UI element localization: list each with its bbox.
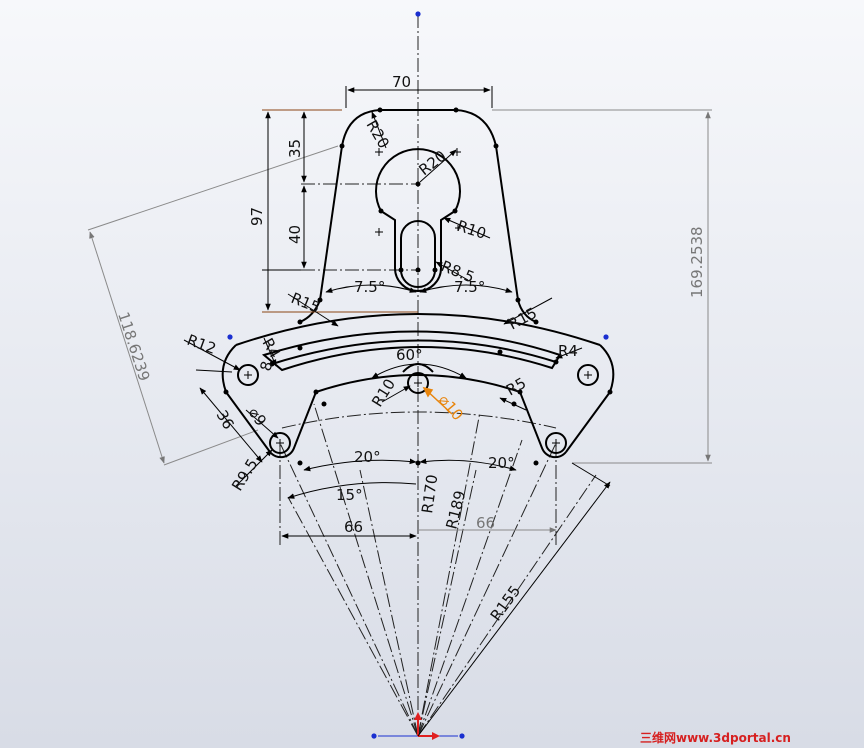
dim-r10-slot[interactable]: R10	[455, 217, 489, 243]
sketch-points	[223, 107, 613, 466]
dim-r9-5[interactable]: R9.5	[228, 456, 261, 495]
dim-r15-left[interactable]: R15	[289, 289, 323, 317]
dim-20-left[interactable]: 20°	[354, 448, 381, 466]
dim-7-5-left[interactable]: 7.5°	[354, 278, 385, 296]
dim-15[interactable]: 15°	[336, 486, 363, 504]
dim-dia9[interactable]: ⌀9	[245, 404, 270, 430]
dim-8[interactable]: 8	[256, 359, 276, 373]
dim-r10-center[interactable]: R10	[368, 376, 399, 411]
highlight-dimension[interactable]	[422, 386, 453, 415]
dim-r170[interactable]: R170	[418, 473, 441, 514]
dim-r4-left[interactable]: R4	[259, 335, 285, 361]
dim-118-6239[interactable]: 118.6239	[114, 310, 153, 384]
dim-169-2538[interactable]: 169.2538	[688, 226, 706, 298]
dim-r12[interactable]: R12	[185, 331, 219, 358]
dim-66-right[interactable]: 66	[476, 514, 495, 532]
dim-60[interactable]: 60°	[396, 346, 423, 364]
dim-97[interactable]: 97	[248, 207, 266, 226]
dim-r20-top[interactable]: R20	[363, 117, 393, 152]
dim-r4-right[interactable]: R4	[558, 342, 578, 360]
watermark-text: 三维网www.3dportal.cn	[640, 730, 791, 745]
dim-r20-circle[interactable]: R20	[415, 147, 449, 179]
dim-70[interactable]: 70	[392, 73, 411, 91]
dim-20-right[interactable]: 20°	[488, 454, 515, 472]
dim-r15-right[interactable]: R15	[505, 304, 540, 334]
dim-r5[interactable]: R5	[503, 374, 529, 400]
center-marks	[244, 148, 592, 447]
dimension-labels[interactable]: 70 35 40 97 R20 R20 R10 R8.5 7.5° 7.5° R…	[114, 73, 706, 624]
reference-lines	[87, 109, 712, 533]
dimension-lines	[183, 86, 611, 737]
dim-35[interactable]: 35	[286, 139, 304, 158]
dim-dia10[interactable]: ⌀10	[435, 391, 467, 424]
dim-66-left[interactable]: 66	[344, 518, 363, 536]
dim-7-5-right[interactable]: 7.5°	[454, 278, 485, 296]
dim-40[interactable]: 40	[286, 225, 304, 244]
dim-r189[interactable]: R189	[442, 489, 469, 531]
